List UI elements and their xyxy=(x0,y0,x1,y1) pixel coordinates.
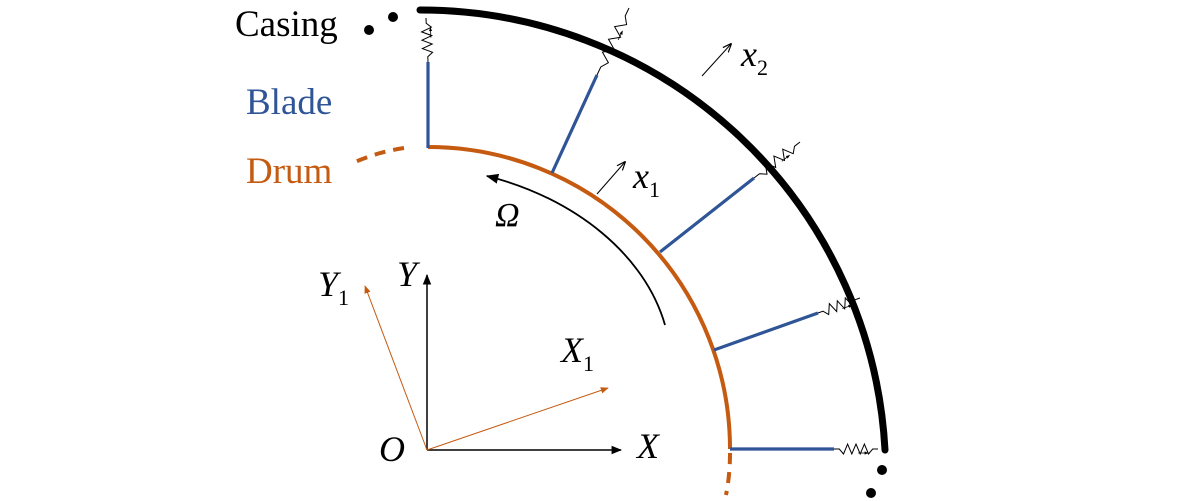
blade-2 xyxy=(550,74,599,174)
casing-label: Casing xyxy=(235,4,338,45)
casing xyxy=(364,6,889,498)
omega-label: Ω xyxy=(495,197,520,234)
casing-end-dot-icon xyxy=(877,465,887,475)
spring-icon xyxy=(420,17,434,63)
y1-axis-arrow-icon xyxy=(364,285,428,451)
x2-arrow-icon xyxy=(701,44,731,77)
x1-arrow-icon xyxy=(596,162,625,195)
blade-3 xyxy=(659,176,755,254)
coordinate-axes xyxy=(364,273,623,455)
x1-label: x1 xyxy=(632,156,660,202)
spring-arrow-icon xyxy=(781,154,790,162)
rotation-arc xyxy=(485,173,666,326)
spring-icon xyxy=(834,442,878,456)
spring-icon xyxy=(596,7,630,76)
blade-4 xyxy=(713,311,819,352)
y-axis-label: Y xyxy=(397,254,421,294)
x1-axis-label: X1 xyxy=(559,330,594,376)
spring-arrow-icon xyxy=(842,304,853,309)
blade-label: Blade xyxy=(246,82,332,123)
drum-label: Drum xyxy=(246,151,333,192)
drum-dashed-left xyxy=(354,146,405,164)
origin-label: O xyxy=(379,429,405,469)
spring-icon xyxy=(753,141,801,179)
drum xyxy=(354,145,732,496)
x-axis-label: X xyxy=(635,426,661,466)
x1-axis-arrow-icon xyxy=(426,387,609,451)
drum-arc xyxy=(427,145,732,450)
spring-icon xyxy=(817,296,861,316)
x2-label: x2 xyxy=(740,34,768,80)
drum-dashed-bottom xyxy=(724,452,732,496)
casing-end-dot-icon xyxy=(364,25,374,35)
casing-arc xyxy=(416,6,889,454)
casing-end-dot-icon xyxy=(388,12,398,22)
y1-axis-label: Y1 xyxy=(318,264,349,310)
casing-end-dot-icon xyxy=(866,488,876,498)
spring-arrow-icon xyxy=(617,30,623,41)
blades xyxy=(420,7,878,456)
